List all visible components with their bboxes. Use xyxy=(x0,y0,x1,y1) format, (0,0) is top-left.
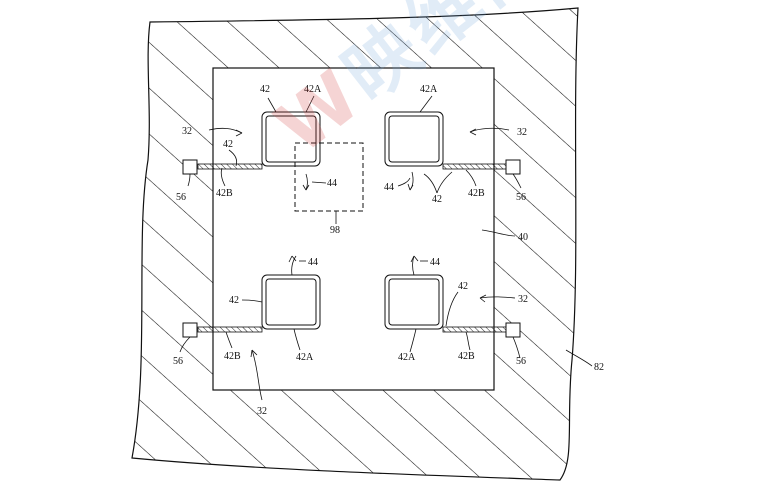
component-top-right xyxy=(384,111,521,175)
label-42B: 42B xyxy=(458,351,475,362)
label-32: 32 xyxy=(257,406,267,417)
label-42A: 42A xyxy=(296,352,314,363)
label-42: 42 xyxy=(229,295,239,306)
label-56: 56 xyxy=(176,192,186,203)
label-32: 32 xyxy=(517,127,527,138)
label-56: 56 xyxy=(516,192,526,203)
label-44: 44 xyxy=(308,257,318,268)
panel-40 xyxy=(212,67,495,391)
label-44: 44 xyxy=(327,178,337,189)
label-82: 82 xyxy=(594,362,604,373)
label-44: 44 xyxy=(384,182,394,193)
label-42: 42 xyxy=(458,281,468,292)
label-42B: 42B xyxy=(216,188,233,199)
label-32: 32 xyxy=(182,126,192,137)
label-56: 56 xyxy=(516,356,526,367)
label-42A: 42A xyxy=(398,352,416,363)
label-42A: 42A xyxy=(420,84,438,95)
label-42B: 42B xyxy=(224,351,241,362)
label-56: 56 xyxy=(173,356,183,367)
region-98 xyxy=(294,142,364,212)
label-98: 98 xyxy=(330,225,340,236)
label-40: 40 xyxy=(518,232,528,243)
label-44: 44 xyxy=(430,257,440,268)
label-42A: 42A xyxy=(304,84,322,95)
label-32: 32 xyxy=(518,294,528,305)
label-42: 42 xyxy=(432,194,442,205)
label-42: 42 xyxy=(223,139,233,150)
leader-lines xyxy=(179,95,593,401)
label-42B: 42B xyxy=(468,188,485,199)
label-42: 42 xyxy=(260,84,270,95)
reference-labels: 32 42 42A 42 42B 56 44 98 42A 32 44 42 4… xyxy=(173,84,604,417)
component-top-left xyxy=(182,111,321,175)
